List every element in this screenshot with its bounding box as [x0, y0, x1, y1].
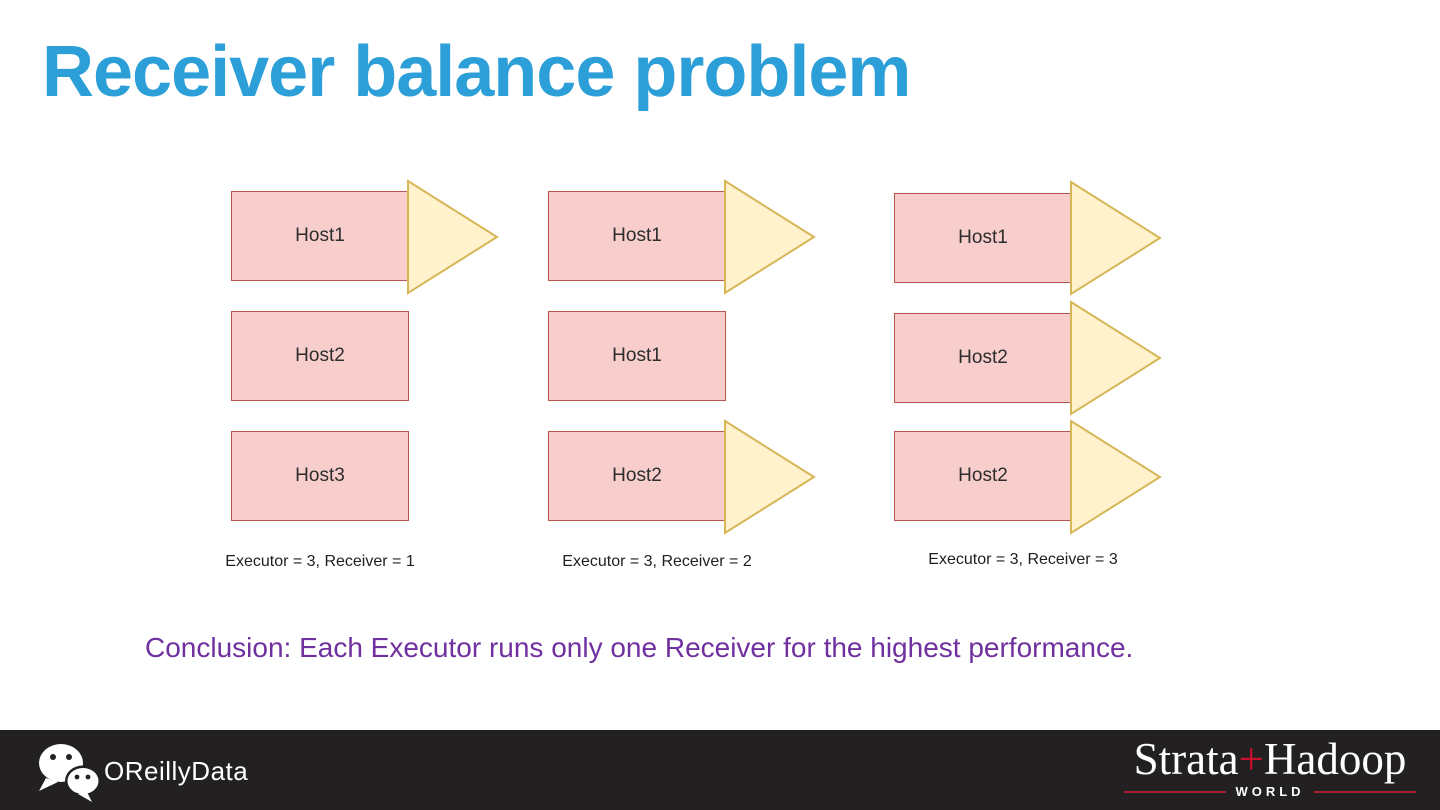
- host-label: Host1: [295, 225, 345, 246]
- host-box: Host2: [894, 431, 1072, 521]
- receiver-arrow-icon: [1070, 180, 1162, 296]
- logo-rule-right: [1313, 790, 1417, 793]
- wechat-icon: [39, 744, 101, 802]
- strata-world-row: WORLD: [1124, 784, 1417, 799]
- host-label: Host1: [958, 227, 1008, 248]
- host-label: Host1: [612, 345, 662, 366]
- host-label: Host2: [295, 345, 345, 366]
- host-box: Host3: [231, 431, 409, 521]
- receiver-arrow-icon: [1070, 300, 1162, 416]
- strata-text: Strata: [1133, 734, 1239, 784]
- host-box: Host1: [894, 193, 1072, 283]
- host-label: Host2: [958, 347, 1008, 368]
- plus-glyph: +: [1238, 734, 1264, 784]
- host-label: Host2: [612, 465, 662, 486]
- world-text: WORLD: [1235, 784, 1305, 799]
- host-box: Host1: [231, 191, 409, 281]
- receiver-arrow-icon: [1070, 419, 1162, 535]
- diagram-caption: Executor = 3, Receiver = 3: [928, 551, 1118, 568]
- host-box: Host2: [548, 431, 726, 521]
- page-title: Receiver balance problem: [42, 32, 911, 112]
- diagram-caption: Executor = 3, Receiver = 1: [225, 553, 415, 570]
- host-box: Host2: [894, 313, 1072, 403]
- conclusion-text: Conclusion: Each Executor runs only one …: [145, 632, 1134, 663]
- host-label: Host1: [612, 225, 662, 246]
- diagram-caption: Executor = 3, Receiver = 2: [562, 553, 752, 570]
- host-label: Host3: [295, 465, 345, 486]
- host-label: Host2: [958, 465, 1008, 486]
- strata-hadoop-logo: Strata+Hadoop WORLD: [1124, 737, 1417, 799]
- logo-rule-left: [1124, 790, 1227, 793]
- oreillydata-brand: OReillyData: [104, 756, 249, 786]
- host-box: Host1: [548, 191, 726, 281]
- hadoop-text: Hadoop: [1263, 734, 1407, 784]
- strata-hadoop-wordmark: Strata+Hadoop: [1124, 737, 1416, 782]
- receiver-arrow-icon: [724, 179, 816, 295]
- host-box: Host1: [548, 311, 726, 401]
- host-box: Host2: [231, 311, 409, 401]
- receiver-arrow-icon: [407, 179, 499, 295]
- footer-bar: [0, 730, 1440, 810]
- receiver-arrow-icon: [724, 419, 816, 535]
